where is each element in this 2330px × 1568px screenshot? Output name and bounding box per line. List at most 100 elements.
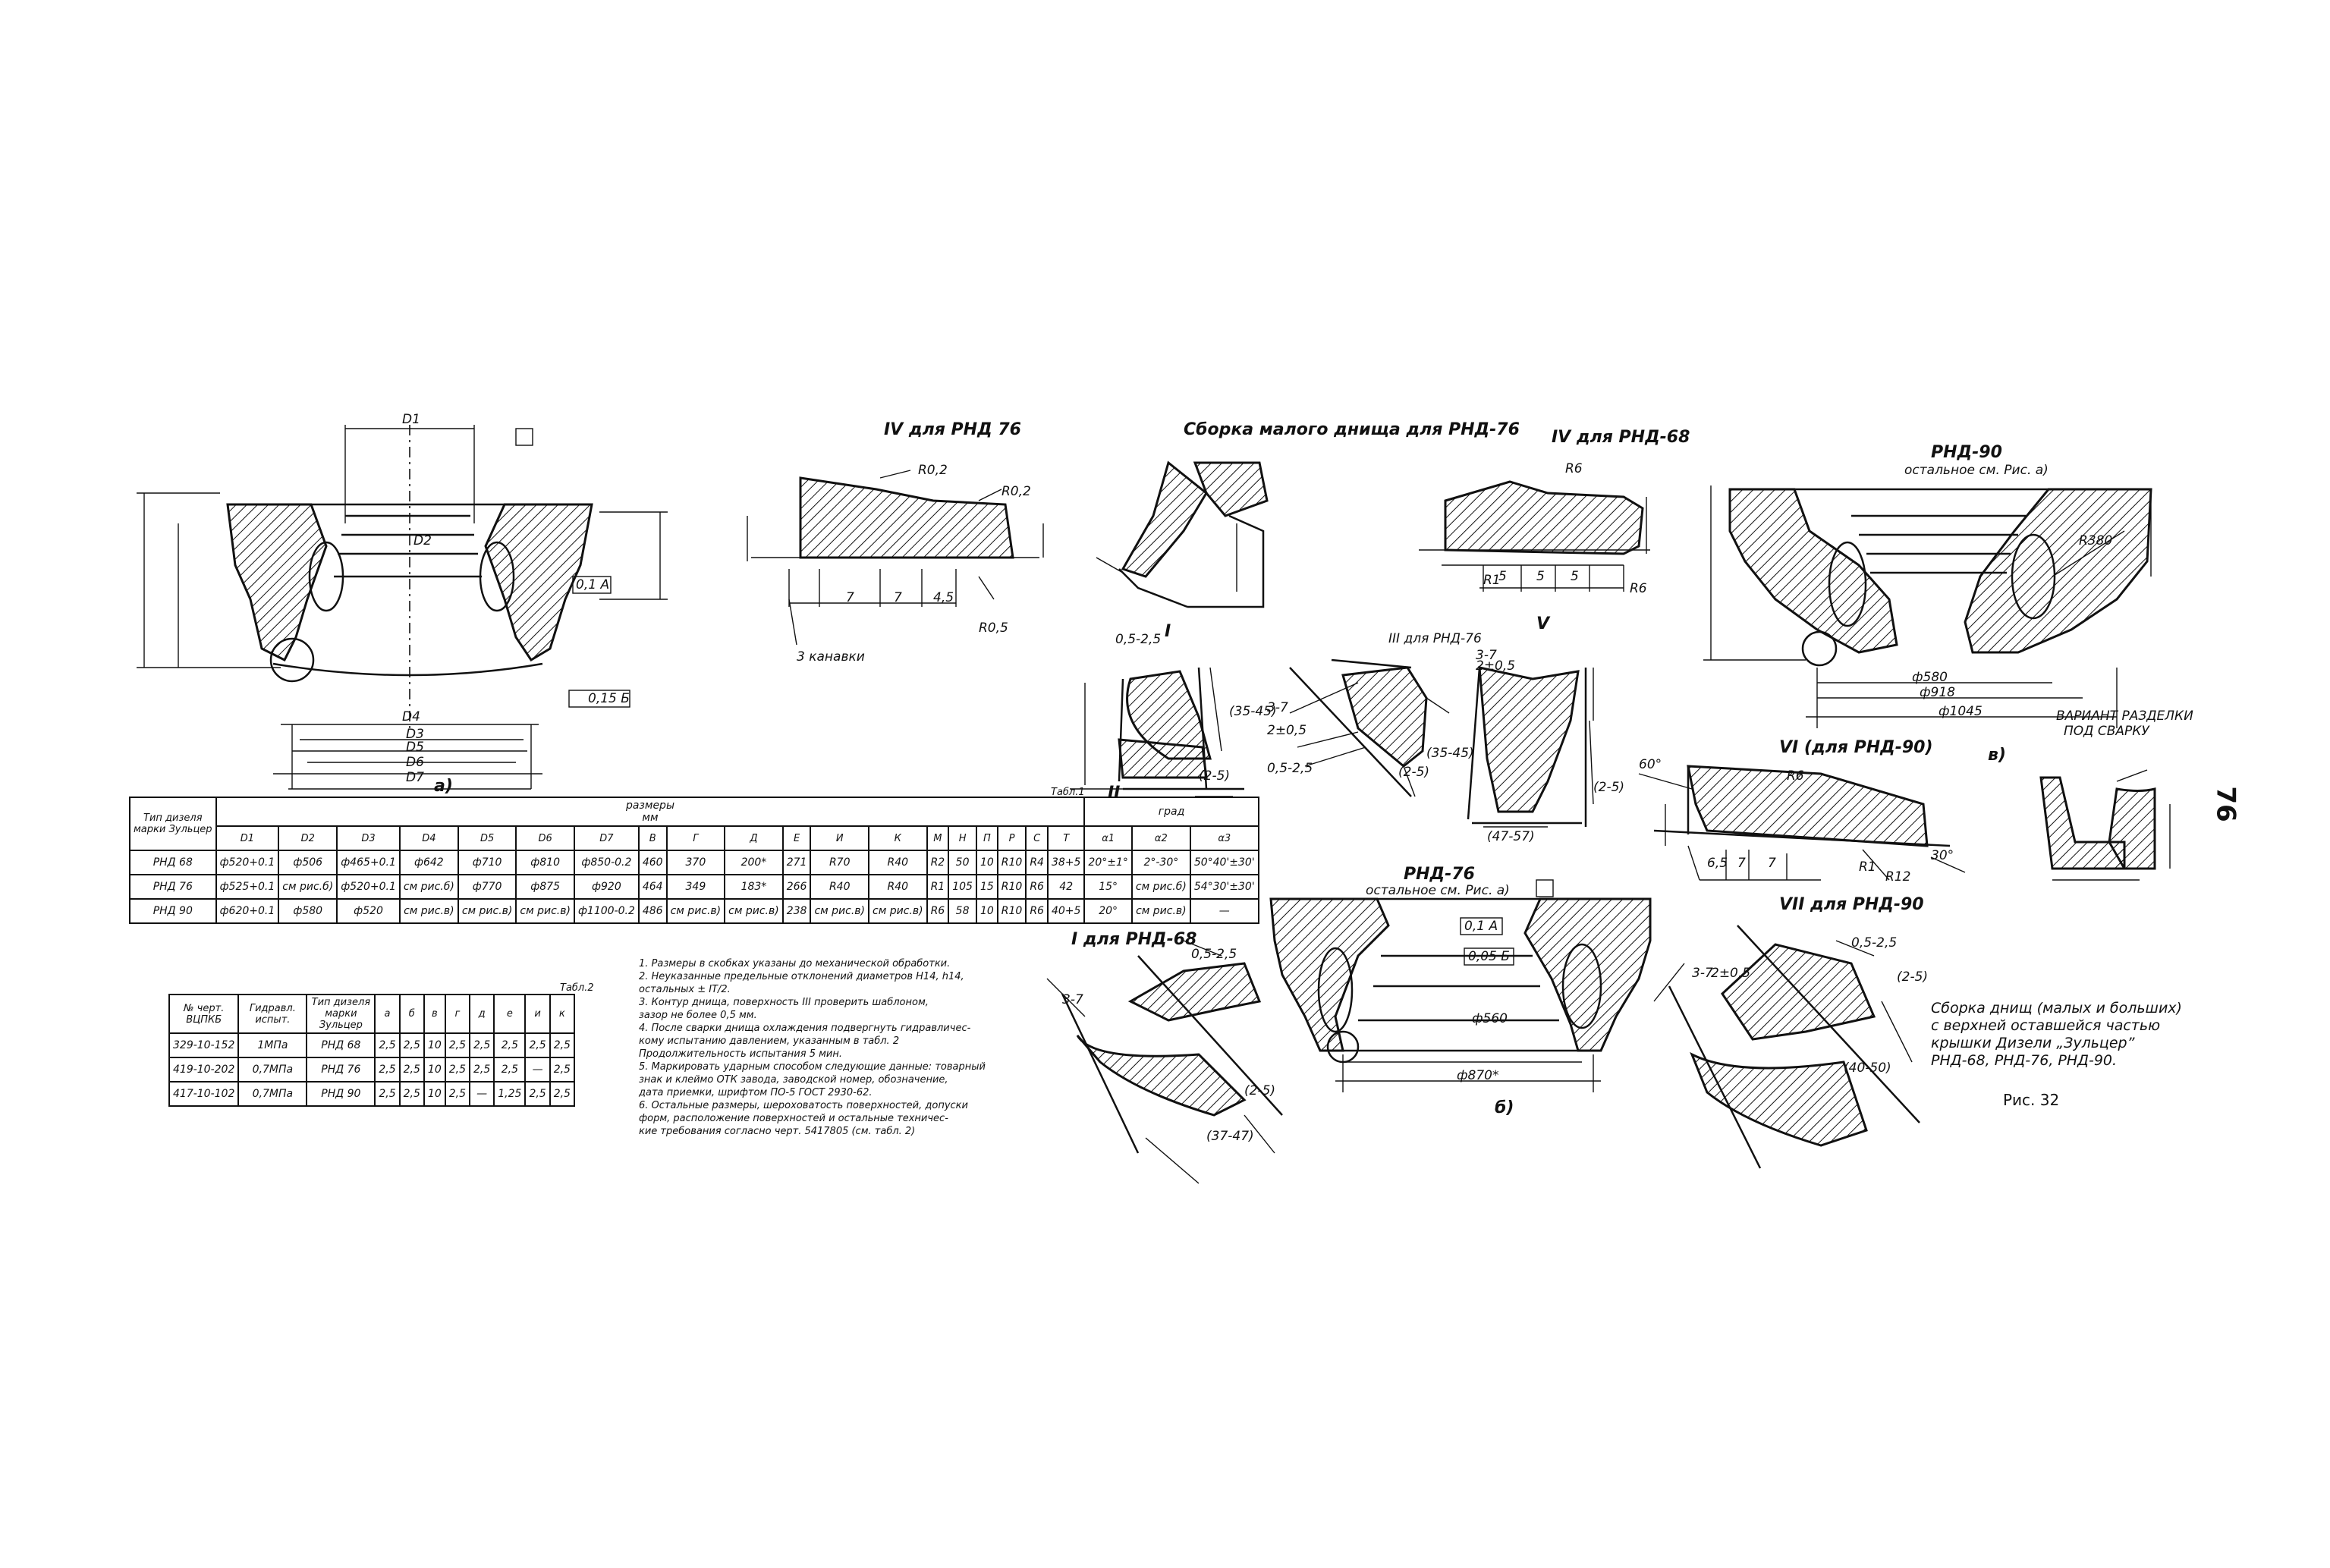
- table-cell: 2,5: [549, 1032, 575, 1058]
- table1-col-header: Т: [1046, 825, 1086, 851]
- table1-col-header: D3: [336, 825, 401, 851]
- table-cell: 200*: [724, 850, 784, 875]
- note-line: 3. Контур днища, поверхность III провери…: [639, 997, 929, 1008]
- table1-col-header: П: [975, 825, 998, 851]
- dim-R6-c: R6: [1787, 768, 1804, 784]
- table1-col-header: D6: [515, 825, 575, 851]
- table-cell: 40+5: [1046, 898, 1086, 924]
- table-cell: 10: [423, 1081, 446, 1107]
- view-label-a: а): [434, 777, 453, 796]
- table-cell: 2,5: [493, 1057, 527, 1083]
- table1-col-header: Д: [724, 825, 784, 851]
- dim-2-5-d: (2-5): [1244, 1083, 1276, 1098]
- table1-type-header-l1: Тип дизеля: [143, 812, 203, 824]
- table-cell: 2,5: [374, 1081, 401, 1107]
- table-cell: 1МПа: [237, 1032, 308, 1058]
- table-cell: 105: [948, 874, 977, 900]
- dim-45: 4,5: [933, 590, 954, 605]
- dim-phi870: ф870*: [1457, 1068, 1499, 1083]
- table-cell: ф642: [398, 850, 459, 875]
- table-cell: 419-10-202: [168, 1057, 240, 1083]
- table-cell: РНД 68: [129, 850, 217, 875]
- title-IV-rnd68: IV для РНД-68: [1552, 428, 1690, 447]
- note-line: форм, расположение поверхностей и осталь…: [639, 1113, 948, 1124]
- dim-R02-a: R0,2: [918, 463, 948, 478]
- table-cell: см рис.в): [1130, 898, 1191, 924]
- table1-col-header: α3: [1189, 825, 1259, 851]
- table1-group-mm-label: мм: [642, 812, 659, 824]
- page-number: 76: [2210, 786, 2241, 822]
- table-cell: РНД 68: [306, 1032, 376, 1058]
- detail-IV-rnd76: [747, 470, 1044, 646]
- table-cell: 2,5: [468, 1032, 495, 1058]
- title-rnd76: РНД-76: [1404, 865, 1475, 884]
- table-cell: ф520: [336, 898, 401, 924]
- table-cell: R4: [1025, 850, 1049, 875]
- small-bottom-assembly: [1096, 460, 1269, 608]
- dim-R380: R380: [2079, 533, 2113, 548]
- table-cell: ф875: [515, 874, 575, 900]
- dim-phi580: ф580: [1912, 670, 1948, 685]
- table-cell: 2,5: [493, 1032, 527, 1058]
- note-line: знак и клеймо ОТК завода, заводской номе…: [639, 1074, 948, 1086]
- table1-group-sizes: размеры: [625, 800, 674, 812]
- table-cell: 271: [781, 850, 812, 875]
- table-cell: РНД 76: [306, 1057, 376, 1083]
- table-cell: ф620+0.1: [215, 898, 280, 924]
- dim-5c: 5: [1571, 569, 1579, 584]
- table-cell: ф850-0.2: [573, 850, 640, 875]
- table-cell: 50°40'±30': [1189, 850, 1259, 875]
- dim-D6: D6: [406, 755, 424, 770]
- table-cell: ф525+0.1: [215, 874, 280, 900]
- dim-R1-b: R1: [1859, 859, 1876, 875]
- table-cell: см рис.в): [515, 898, 575, 924]
- table1-col-header: D5: [457, 825, 517, 851]
- title-I-rnd68: I для РНД-68: [1071, 930, 1197, 949]
- table-cell: 238: [781, 898, 812, 924]
- dim-R6: R6: [1565, 461, 1583, 476]
- table-cell: —: [1189, 898, 1259, 924]
- figure-number: Рис. 32: [2003, 1091, 2060, 1109]
- table-cell: R70: [810, 850, 870, 875]
- table-cell: R10: [996, 874, 1027, 900]
- note-line: зазор не более 0,5 мм.: [639, 1010, 757, 1021]
- table-cell: 2,5: [524, 1032, 551, 1058]
- note-line: остальных ± IT/2.: [639, 984, 731, 995]
- dim-D1: D1: [402, 412, 420, 427]
- table-cell: ф520+0.1: [336, 874, 401, 900]
- dim-3-7-c: 3-7: [1062, 992, 1083, 1007]
- table2-col-header: б: [398, 994, 425, 1034]
- table-cell: 10: [423, 1057, 446, 1083]
- table1-col-header: Е: [781, 825, 812, 851]
- table-cell: см рис.в): [457, 898, 517, 924]
- view-v-rnd90: [1703, 485, 2152, 728]
- table1-col-header: α1: [1083, 825, 1133, 851]
- title-assembly-small: Сборка малого днища для РНД-76: [1184, 420, 1520, 439]
- table1-dimensions: Тип дизеля марки Зульцер размеры мм град…: [129, 797, 1259, 924]
- table1-col-header: И: [810, 825, 870, 851]
- table1-col-header: Р: [996, 825, 1027, 851]
- caption-line: РНД-68, РНД-76, РНД-90.: [1931, 1052, 2118, 1069]
- caption-line: Сборка днищ (малых и больших): [1931, 1000, 2182, 1017]
- table-cell: 20°: [1083, 898, 1133, 924]
- table-cell: R2: [926, 850, 950, 875]
- title-VI-rnd90: VI (для РНД-90): [1779, 738, 1933, 757]
- dim-2-5-a: (2-5): [1199, 768, 1231, 784]
- note-line: 6. Остальные размеры, шероховатость пове…: [639, 1100, 968, 1111]
- dim-2-5-c: (2-5): [1593, 780, 1625, 795]
- detail-VI-rnd90: [1638, 765, 1966, 881]
- dim-60deg: 60°: [1639, 757, 1662, 772]
- table2-label: Табл.2: [560, 982, 594, 994]
- subtitle-rnd90: остальное см. Рис. а): [1904, 463, 2049, 478]
- note-line: 2. Неуказанные предельные отклонений диа…: [639, 971, 964, 982]
- table1-col-header: D7: [573, 825, 640, 851]
- table1-col-header: М: [926, 825, 950, 851]
- dim-35-45-b: (35-45): [1426, 746, 1474, 761]
- dim-2-5-b: (2-5): [1398, 765, 1430, 780]
- tol-005: 0,05 Б: [1468, 949, 1510, 964]
